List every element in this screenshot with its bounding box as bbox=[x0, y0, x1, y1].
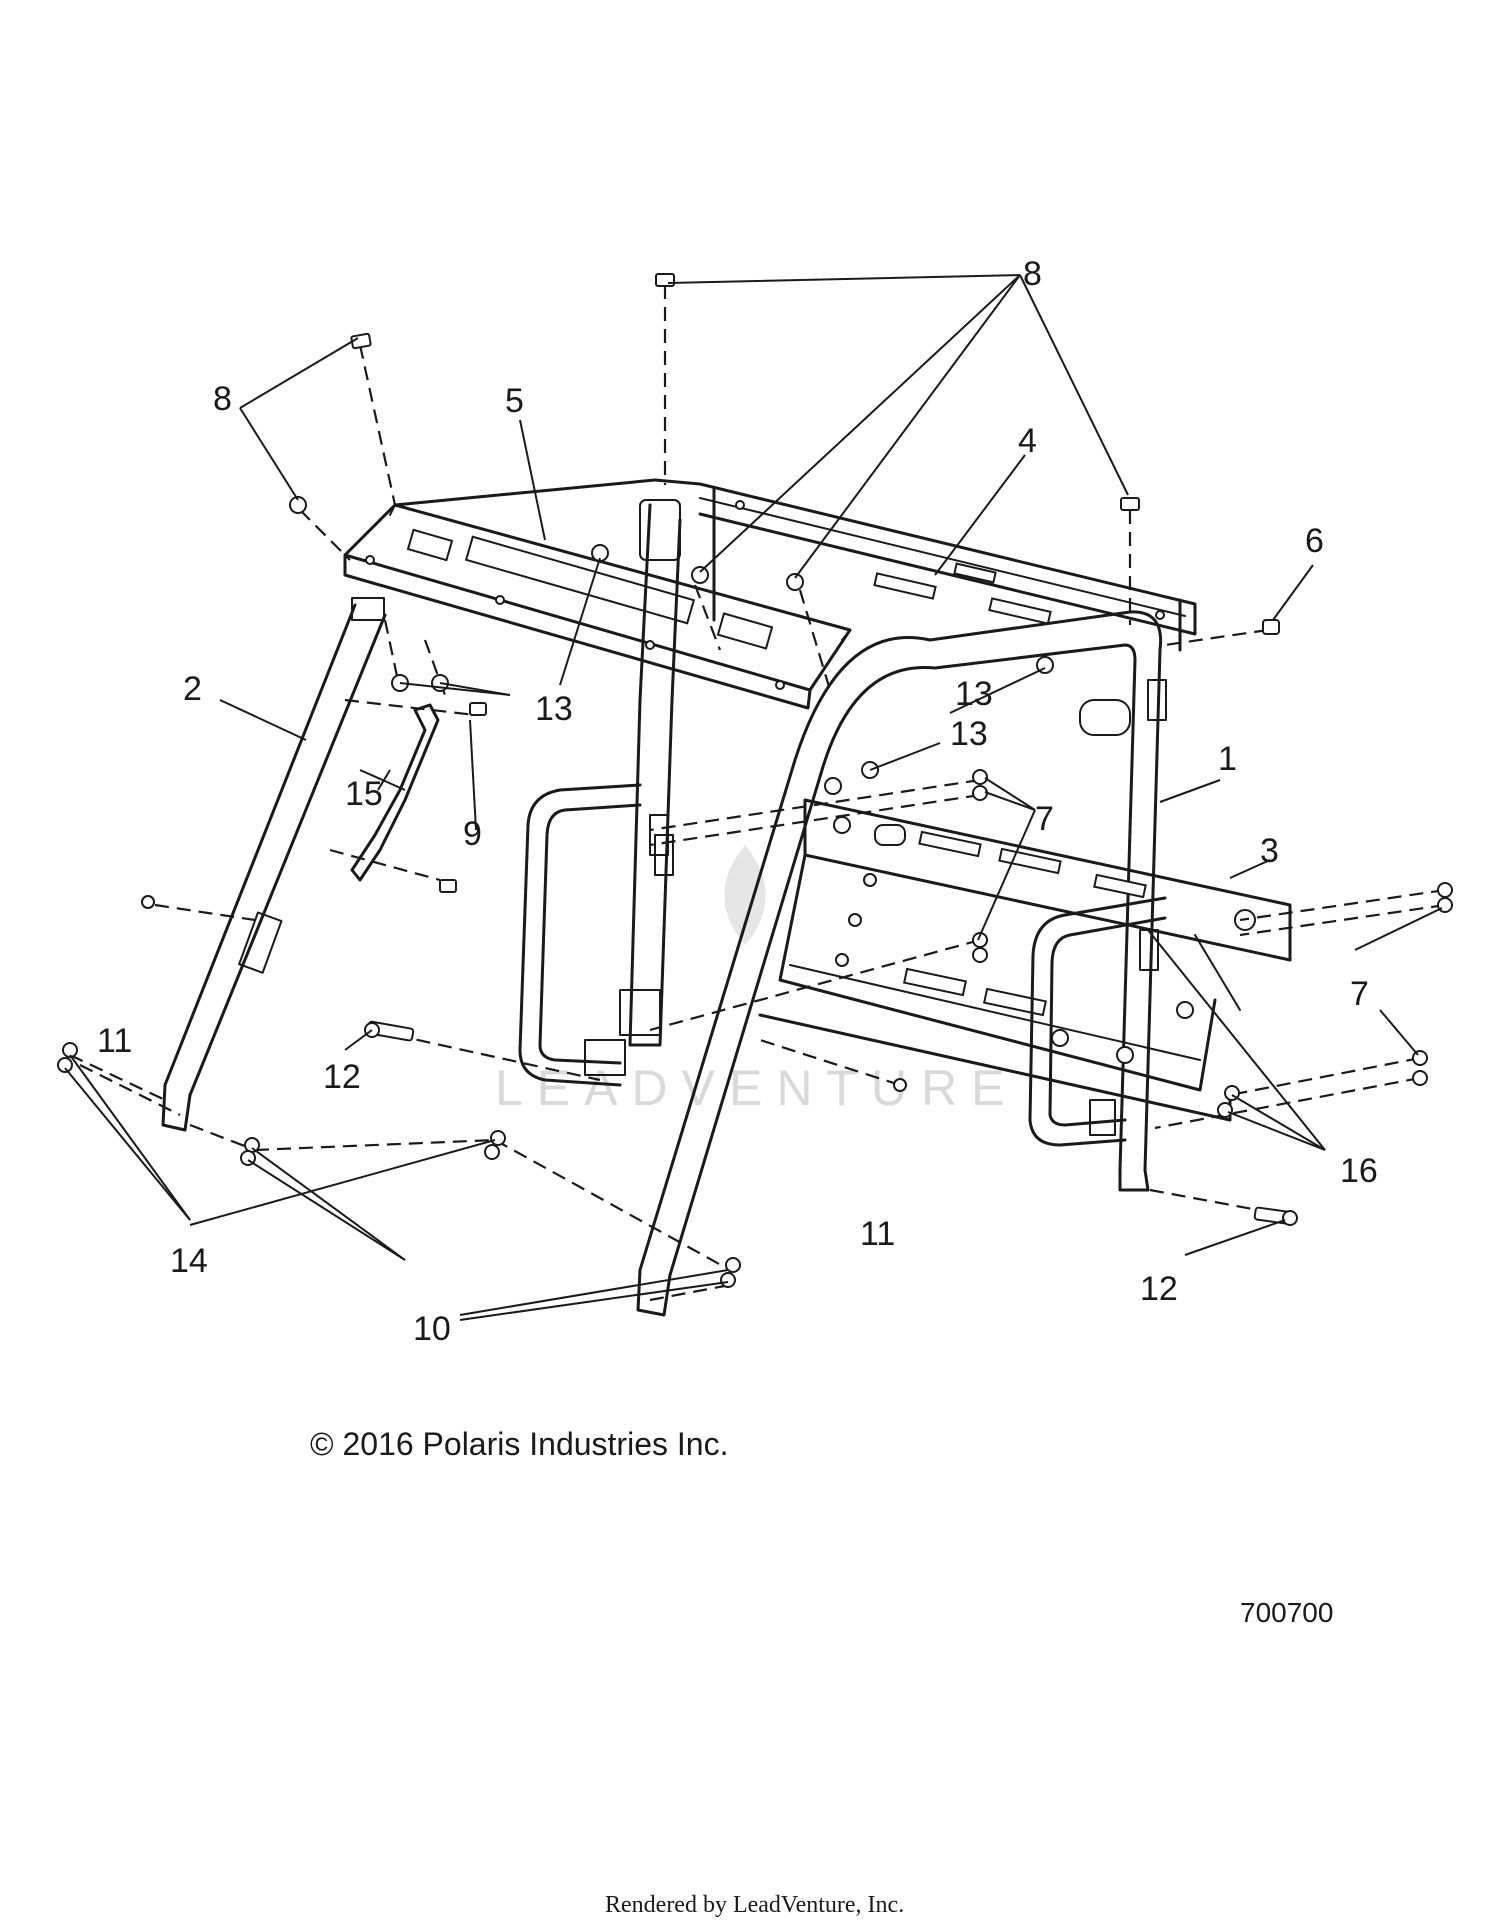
callout-13-upper: 13 bbox=[955, 675, 993, 713]
nut-7-b bbox=[972, 932, 988, 963]
render-credit: Rendered by LeadVenture, Inc. bbox=[605, 1892, 904, 1918]
nut-16-a bbox=[1217, 1085, 1240, 1118]
bolt-12-right bbox=[1253, 1206, 1298, 1226]
bolt-11-left bbox=[141, 895, 155, 909]
callout-8-top: 8 bbox=[1023, 255, 1042, 293]
nut-14-left bbox=[57, 1042, 78, 1073]
nut-7-c bbox=[1437, 882, 1453, 913]
bolt-8-mid-b bbox=[786, 573, 804, 591]
callout-8-left: 8 bbox=[213, 380, 232, 418]
callouts: 1 2 3 4 5 6 7 7 8 8 9 10 11 11 12 12 13 … bbox=[97, 255, 1378, 1348]
nut-13-e bbox=[824, 777, 842, 795]
bolt-11-mid bbox=[893, 1078, 907, 1092]
rear-upper-frame bbox=[698, 482, 1197, 652]
callout-14: 14 bbox=[170, 1242, 208, 1280]
callout-7-right: 7 bbox=[1350, 975, 1369, 1013]
bolt-8-mid-a bbox=[691, 566, 709, 584]
callout-5: 5 bbox=[505, 382, 524, 420]
left-grab-bar bbox=[518, 783, 669, 1087]
front-upper-frame bbox=[343, 478, 852, 710]
callout-7-center: 7 bbox=[1035, 800, 1054, 838]
callout-3: 3 bbox=[1260, 832, 1279, 870]
callout-13-center: 13 bbox=[950, 715, 988, 753]
callout-10: 10 bbox=[413, 1310, 451, 1348]
left-front-pillar bbox=[161, 597, 387, 1132]
nut-14-mid bbox=[484, 1130, 506, 1160]
bolt-9-b bbox=[439, 879, 457, 893]
callout-11-left: 11 bbox=[97, 1022, 132, 1060]
rear-lower-frame bbox=[758, 798, 1292, 1122]
nut-7-d bbox=[1412, 1050, 1428, 1086]
right-grab-bar bbox=[1028, 896, 1167, 1147]
callout-2: 2 bbox=[183, 670, 202, 708]
watermark: LEADVENTURE bbox=[495, 845, 1019, 1116]
bolt-12-left bbox=[364, 1020, 415, 1042]
bolt-9-a bbox=[469, 702, 487, 716]
callout-6: 6 bbox=[1305, 522, 1324, 560]
nut-10-left bbox=[240, 1137, 260, 1166]
bracket-15 bbox=[350, 703, 440, 882]
right-roll-cage-hoop bbox=[636, 610, 1167, 1317]
drawing-number: 700700 bbox=[1240, 1597, 1333, 1628]
callout-13-left: 13 bbox=[535, 690, 573, 728]
callout-11-mid: 11 bbox=[860, 1215, 895, 1253]
callout-12-left: 12 bbox=[323, 1058, 361, 1096]
watermark-flame-icon bbox=[724, 845, 766, 945]
callout-16: 16 bbox=[1340, 1152, 1378, 1190]
assembly-lines bbox=[69, 285, 1446, 1302]
callout-9: 9 bbox=[463, 815, 482, 853]
bolt-8-top bbox=[655, 273, 675, 299]
callout-15: 15 bbox=[345, 775, 383, 813]
bolt-8-right bbox=[1120, 497, 1140, 523]
copyright-notice: © 2016 Polaris Industries Inc. bbox=[310, 1426, 728, 1462]
callout-12-right: 12 bbox=[1140, 1270, 1178, 1308]
watermark-text: LEADVENTURE bbox=[495, 1060, 1019, 1116]
leader-lines bbox=[64, 274, 1443, 1321]
callout-4: 4 bbox=[1018, 422, 1037, 460]
bolt-6 bbox=[1262, 619, 1280, 635]
bolt-8-left-b bbox=[289, 496, 307, 514]
nut-7-a bbox=[972, 769, 988, 801]
hardware bbox=[57, 273, 1453, 1288]
callout-1: 1 bbox=[1218, 740, 1237, 778]
center-rear-post bbox=[619, 499, 682, 1047]
